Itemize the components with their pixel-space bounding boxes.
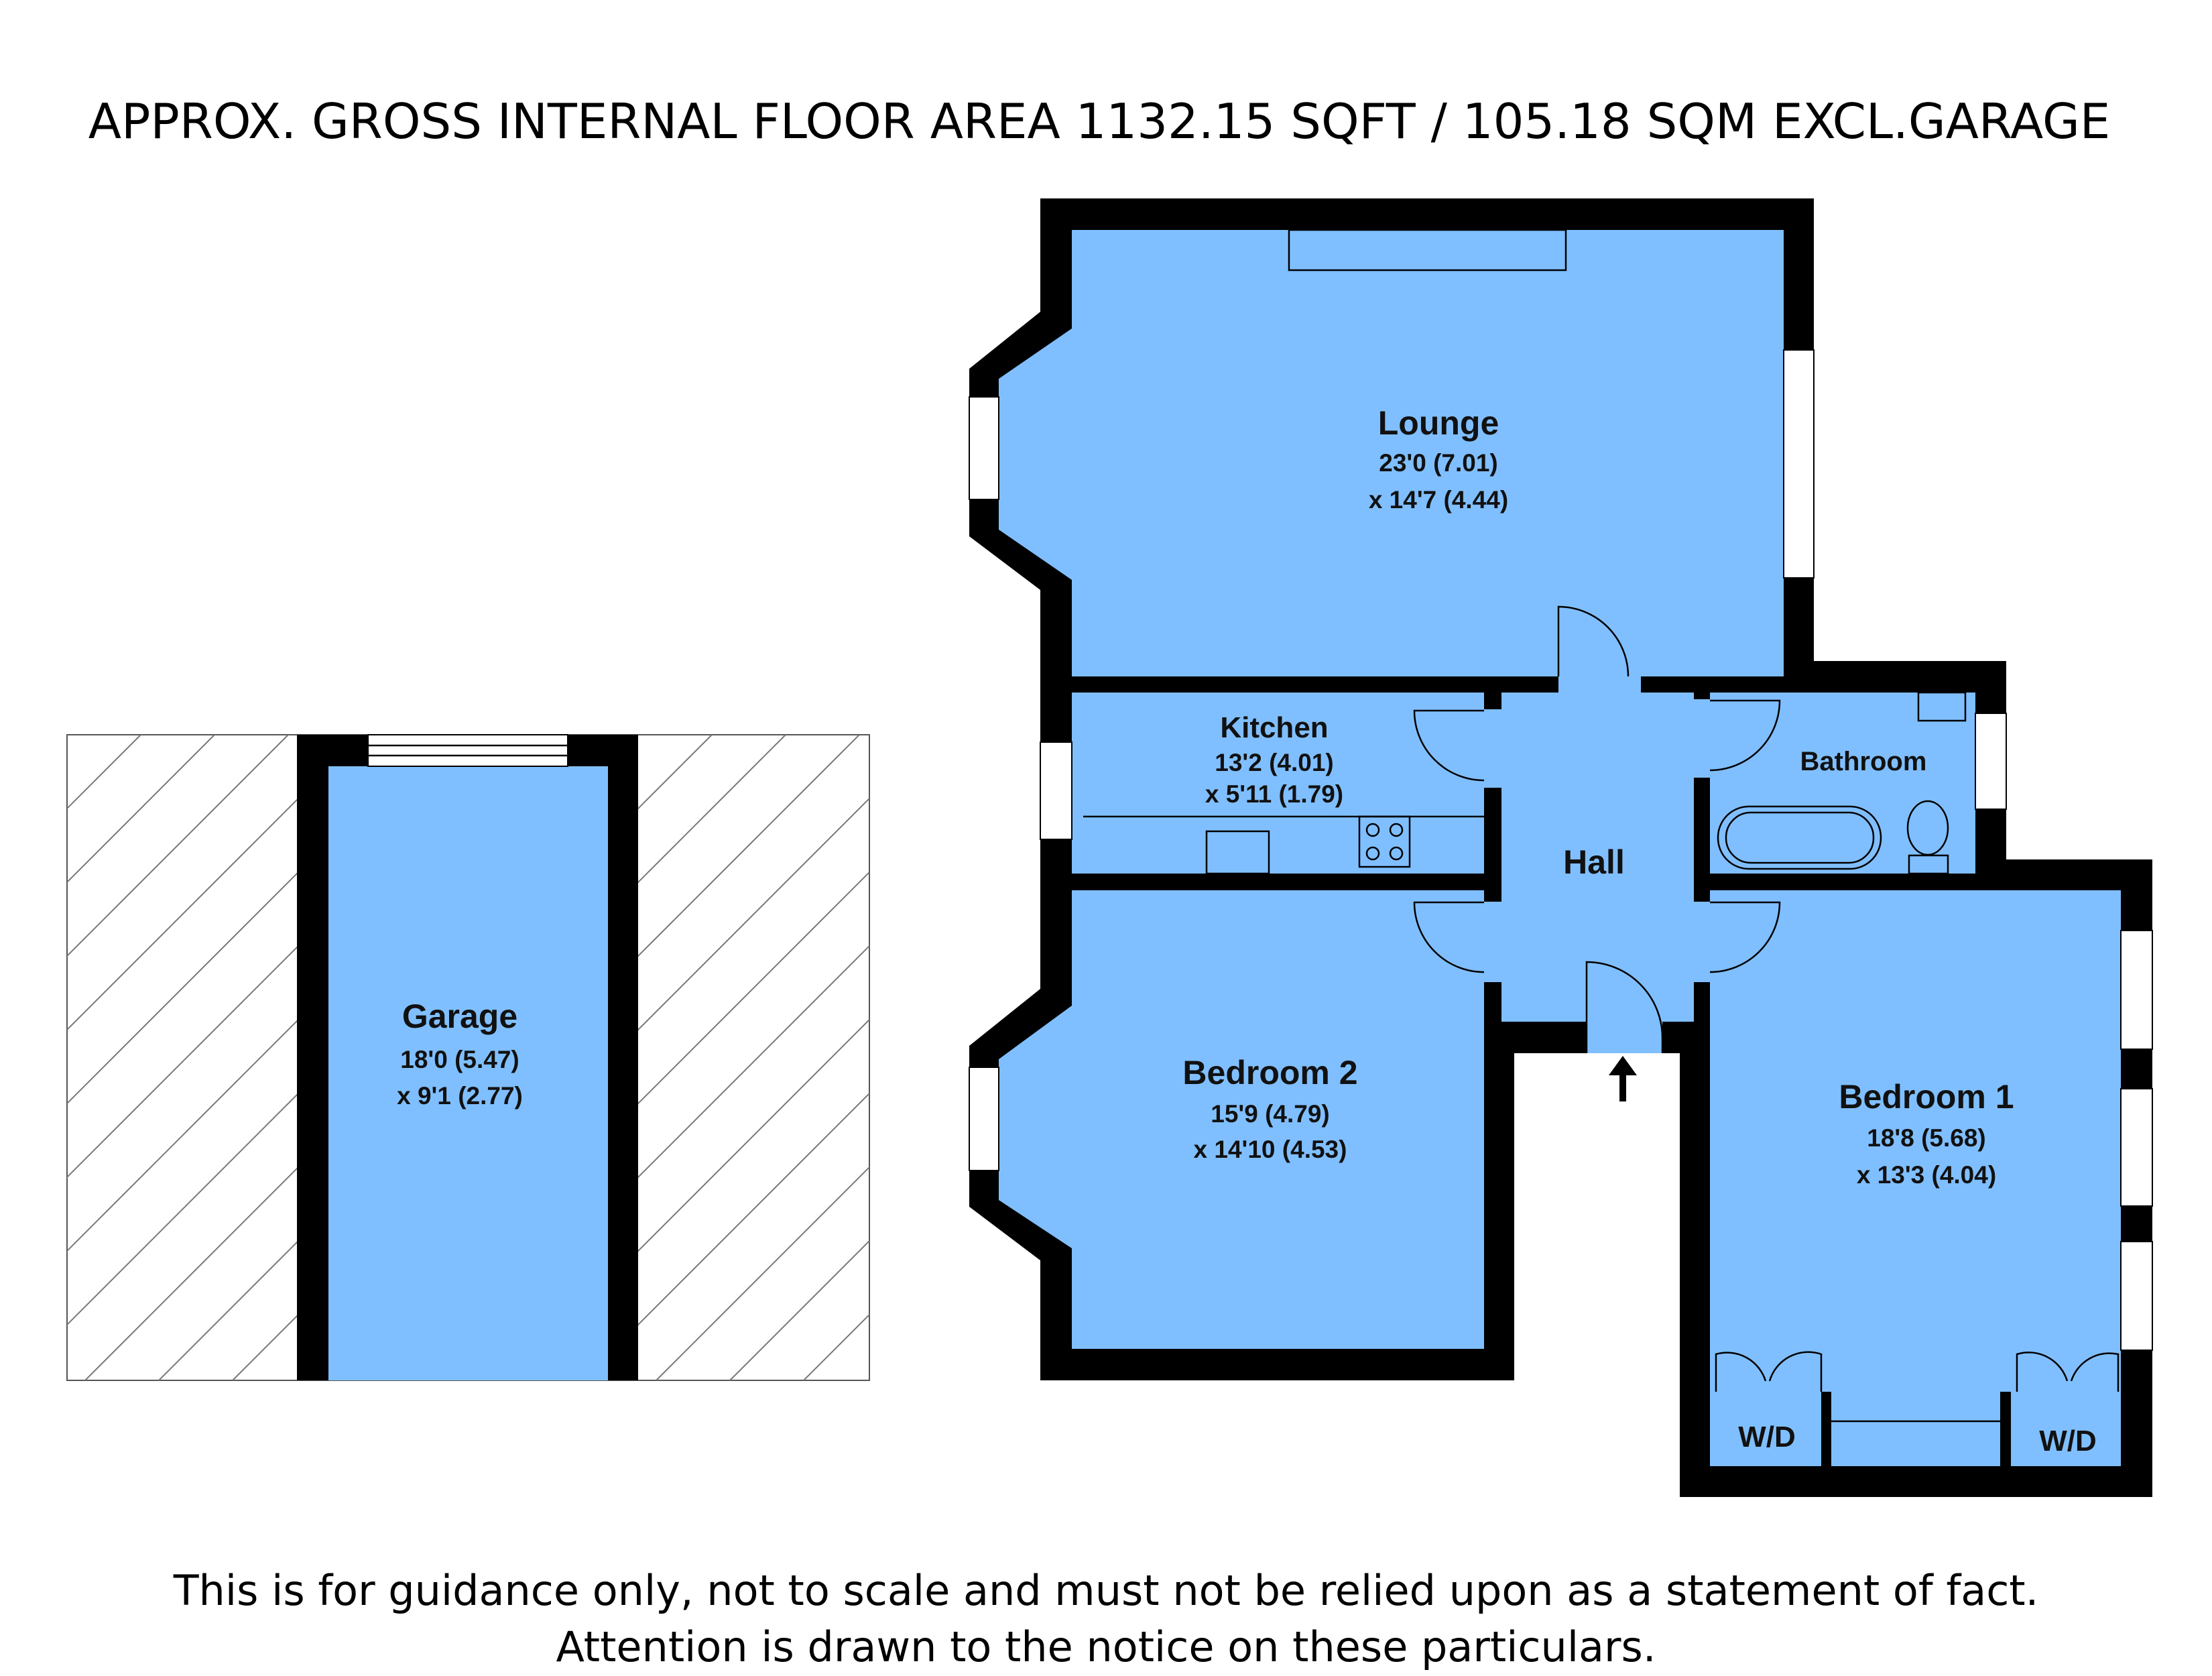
garage-window	[367, 734, 568, 767]
garage-label: Garage	[402, 998, 517, 1035]
lounge-fireplace	[1288, 229, 1567, 272]
hatch-line	[638, 1092, 869, 1326]
bedroom1-dim1: 18'8 (5.68)	[1867, 1124, 1985, 1152]
lounge-dim2: x 14'7 (4.44)	[1369, 486, 1508, 514]
hall-label: Hall	[1563, 843, 1625, 881]
hatch-left	[67, 735, 297, 1380]
bedroom2-door-opening	[1481, 902, 1504, 982]
bathroom-window	[1975, 713, 2007, 810]
hatch-line	[67, 735, 289, 957]
bathroom-label: Bathroom	[1800, 747, 1927, 776]
bathtub-icon	[1717, 805, 1882, 870]
entrance-arrow-icon	[1609, 1056, 1637, 1101]
kitchen-dim2: x 5'11 (1.79)	[1205, 780, 1343, 808]
hatch-line	[67, 946, 297, 1179]
garage-dim1: 18'0 (5.47)	[400, 1046, 519, 1073]
hatch-line	[638, 735, 860, 957]
lounge-window	[1783, 349, 1815, 579]
bedroom1-window-1	[2120, 930, 2153, 1050]
bedroom1-door-opening	[1691, 902, 1713, 982]
entrance-porch	[1587, 1006, 1662, 1053]
bedroom1-dim2: x 13'3 (4.04)	[1857, 1161, 1996, 1189]
hatch-line	[638, 871, 869, 1105]
kitchen-label: Kitchen	[1220, 711, 1328, 744]
bedroom1-window-2	[2120, 1088, 2153, 1207]
hatch-line	[638, 945, 869, 1179]
bathroom-floor	[1710, 693, 1975, 874]
hatch-line	[638, 797, 869, 1031]
hatch-line	[84, 1167, 297, 1380]
kitchen-door-opening	[1481, 709, 1504, 788]
bedroom1-floor	[1710, 890, 2121, 1392]
basin-icon	[1917, 691, 1967, 722]
disclaimer-line-1: This is for guidance only, not to scale …	[173, 1566, 2039, 1615]
hatch-line	[158, 1241, 297, 1380]
hatch-line	[638, 1018, 869, 1252]
hatch-line	[729, 1240, 869, 1380]
wardrobe-left	[1710, 1392, 1821, 1466]
lounge-door-opening	[1558, 674, 1641, 695]
hatch-line	[67, 735, 215, 884]
garage-floor	[328, 766, 608, 1380]
bedroom1-label: Bedroom 1	[1839, 1078, 2014, 1116]
hatch-right	[638, 735, 869, 1380]
hatch-line	[656, 1166, 869, 1380]
wardrobe-right-label: W/D	[2039, 1425, 2097, 1457]
hatch-line	[638, 735, 786, 884]
kitchen-dim1: 13'2 (4.01)	[1215, 749, 1333, 776]
door-swings	[1413, 605, 2119, 1423]
windows	[969, 229, 2153, 1351]
bedroom2-dim1: 15'9 (4.79)	[1211, 1100, 1329, 1128]
hatch-line	[67, 1093, 297, 1326]
wardrobe-right	[2011, 1392, 2121, 1466]
rooms	[999, 230, 2121, 1466]
hatch-line	[67, 872, 297, 1105]
wardrobe-left-label: W/D	[1738, 1421, 1796, 1453]
kitchen-window	[1040, 741, 1072, 840]
hob-icon	[1358, 815, 1411, 868]
hall-floor	[1501, 693, 1694, 1022]
garage: Garage 18'0 (5.47) x 9'1 (2.77)	[66, 734, 870, 1381]
hatch-line	[67, 798, 297, 1031]
bedroom2-label: Bedroom 2	[1182, 1054, 1357, 1091]
bedroom1-window-3	[2120, 1241, 2153, 1351]
disclaimer-line-2: Attention is drawn to the notice on thes…	[556, 1622, 1656, 1671]
bedroom2-bay-window	[969, 1067, 999, 1171]
room-labels: Lounge 23'0 (7.01) x 14'7 (4.44) Kitchen…	[1182, 404, 2096, 1457]
kitchen-sink-icon	[1205, 830, 1270, 875]
lounge-label: Lounge	[1378, 404, 1499, 442]
bedroom2-dim2: x 14'10 (4.53)	[1194, 1136, 1347, 1163]
garage-dim2: x 9'1 (2.77)	[397, 1082, 523, 1110]
garage-door-opening	[353, 1349, 584, 1380]
floor-area-title: APPROX. GROSS INTERNAL FLOOR AREA 1132.1…	[88, 93, 2111, 149]
lounge-floor	[999, 230, 1784, 676]
bedroom1-recess	[1831, 1392, 2000, 1466]
lounge-dim1: 23'0 (7.01)	[1379, 449, 1497, 477]
bedroom2-floor	[999, 890, 1484, 1349]
bathroom-door-opening	[1691, 699, 1713, 778]
hatch-line	[67, 1020, 297, 1252]
hatch-line	[67, 735, 68, 736]
lounge-bay-window	[969, 396, 999, 500]
fixtures	[1083, 691, 1967, 875]
